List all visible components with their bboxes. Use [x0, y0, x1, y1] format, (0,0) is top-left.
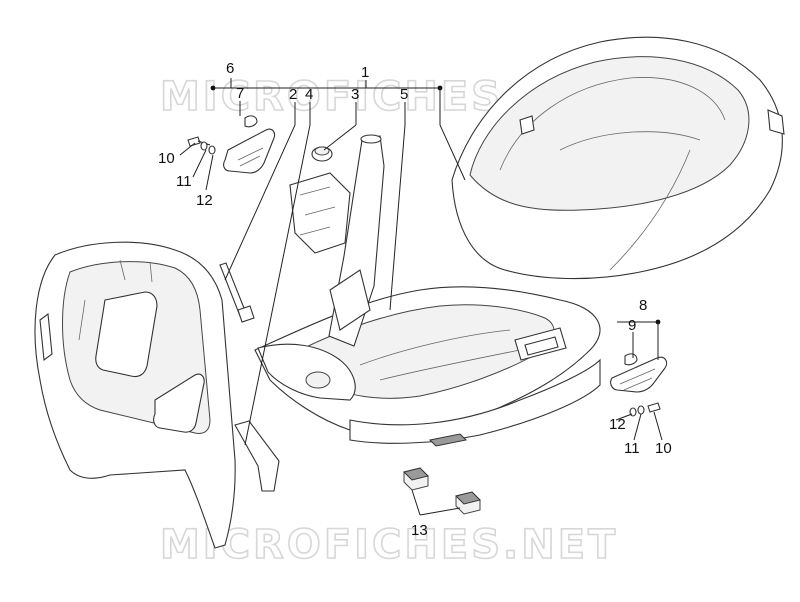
- callout-3: 3: [351, 86, 359, 103]
- callout-11-left: 11: [176, 173, 192, 190]
- callout-5: 5: [400, 86, 408, 103]
- leader-lines: [179, 78, 663, 516]
- part-2-strip: [219, 262, 255, 323]
- front-cowl-lower: [257, 343, 356, 401]
- callout-9: 9: [628, 317, 636, 334]
- watermark-bottom: MICROFICHES.NET: [160, 522, 618, 568]
- hardware-left: [187, 136, 216, 155]
- part-3-grommet: [311, 146, 333, 162]
- callout-2: 2: [289, 86, 297, 103]
- callout-13: 13: [411, 522, 428, 539]
- callout-12-left: 12: [196, 192, 213, 209]
- callout-10-right: 10: [655, 440, 672, 457]
- part-13-rubber-pads: [403, 467, 481, 515]
- callout-4: 4: [305, 86, 313, 103]
- callout-12-right: 12: [609, 416, 626, 433]
- steering-column: [289, 134, 385, 347]
- callout-8: 8: [639, 297, 647, 314]
- callout-labels: 1 2 4 3 5 6 7 10 11 12 8 9 12 11 10 13: [158, 60, 672, 539]
- callout-1: 1: [361, 64, 369, 81]
- part-4-trim: [234, 420, 280, 492]
- callout-6: 6: [226, 60, 234, 77]
- callout-10-left: 10: [158, 150, 175, 167]
- callout-7: 7: [236, 85, 244, 102]
- rear-body-shell: [451, 36, 785, 280]
- front-leg-shield: [34, 241, 236, 549]
- callout-11-right: 11: [624, 440, 640, 457]
- part-6-side-reflector-left: [223, 115, 276, 174]
- hardware-right: [629, 402, 661, 417]
- part-8-side-reflector-right: [610, 353, 668, 393]
